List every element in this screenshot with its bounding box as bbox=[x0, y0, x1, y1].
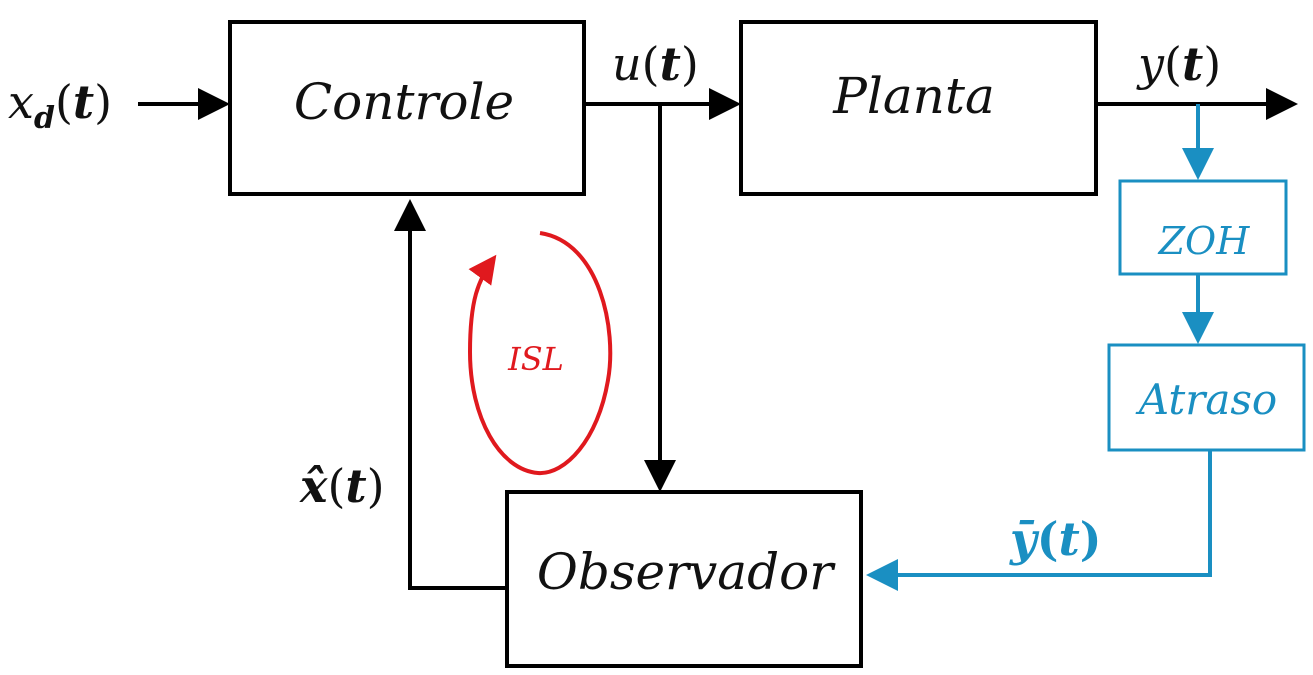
control-signal-label: u(t) bbox=[612, 37, 699, 91]
controller-block bbox=[228, 20, 586, 196]
observer-label: Observador bbox=[537, 543, 836, 601]
output-signal-label: y(t) bbox=[1136, 37, 1221, 91]
delay-label: Atraso bbox=[1135, 375, 1277, 424]
reference-signal-label: xd(t) bbox=[8, 75, 112, 136]
zoh-block bbox=[1118, 179, 1288, 276]
controller-label: Controle bbox=[294, 73, 514, 131]
plant-label: Planta bbox=[832, 67, 995, 125]
isl-label: ISL bbox=[507, 340, 564, 378]
plant-block bbox=[739, 20, 1098, 196]
zoh-label: ZOH bbox=[1158, 219, 1251, 263]
delay-block bbox=[1107, 343, 1306, 452]
delayed-output-arrow bbox=[866, 450, 1212, 591]
delayed-output-signal-label: ȳ(t) bbox=[1009, 512, 1102, 566]
isl-loop-arrow bbox=[467, 231, 613, 476]
estimate-signal-label: x̂(t) bbox=[299, 459, 385, 513]
observer-block bbox=[505, 490, 863, 668]
estimate-feedback-arrow bbox=[394, 199, 507, 590]
